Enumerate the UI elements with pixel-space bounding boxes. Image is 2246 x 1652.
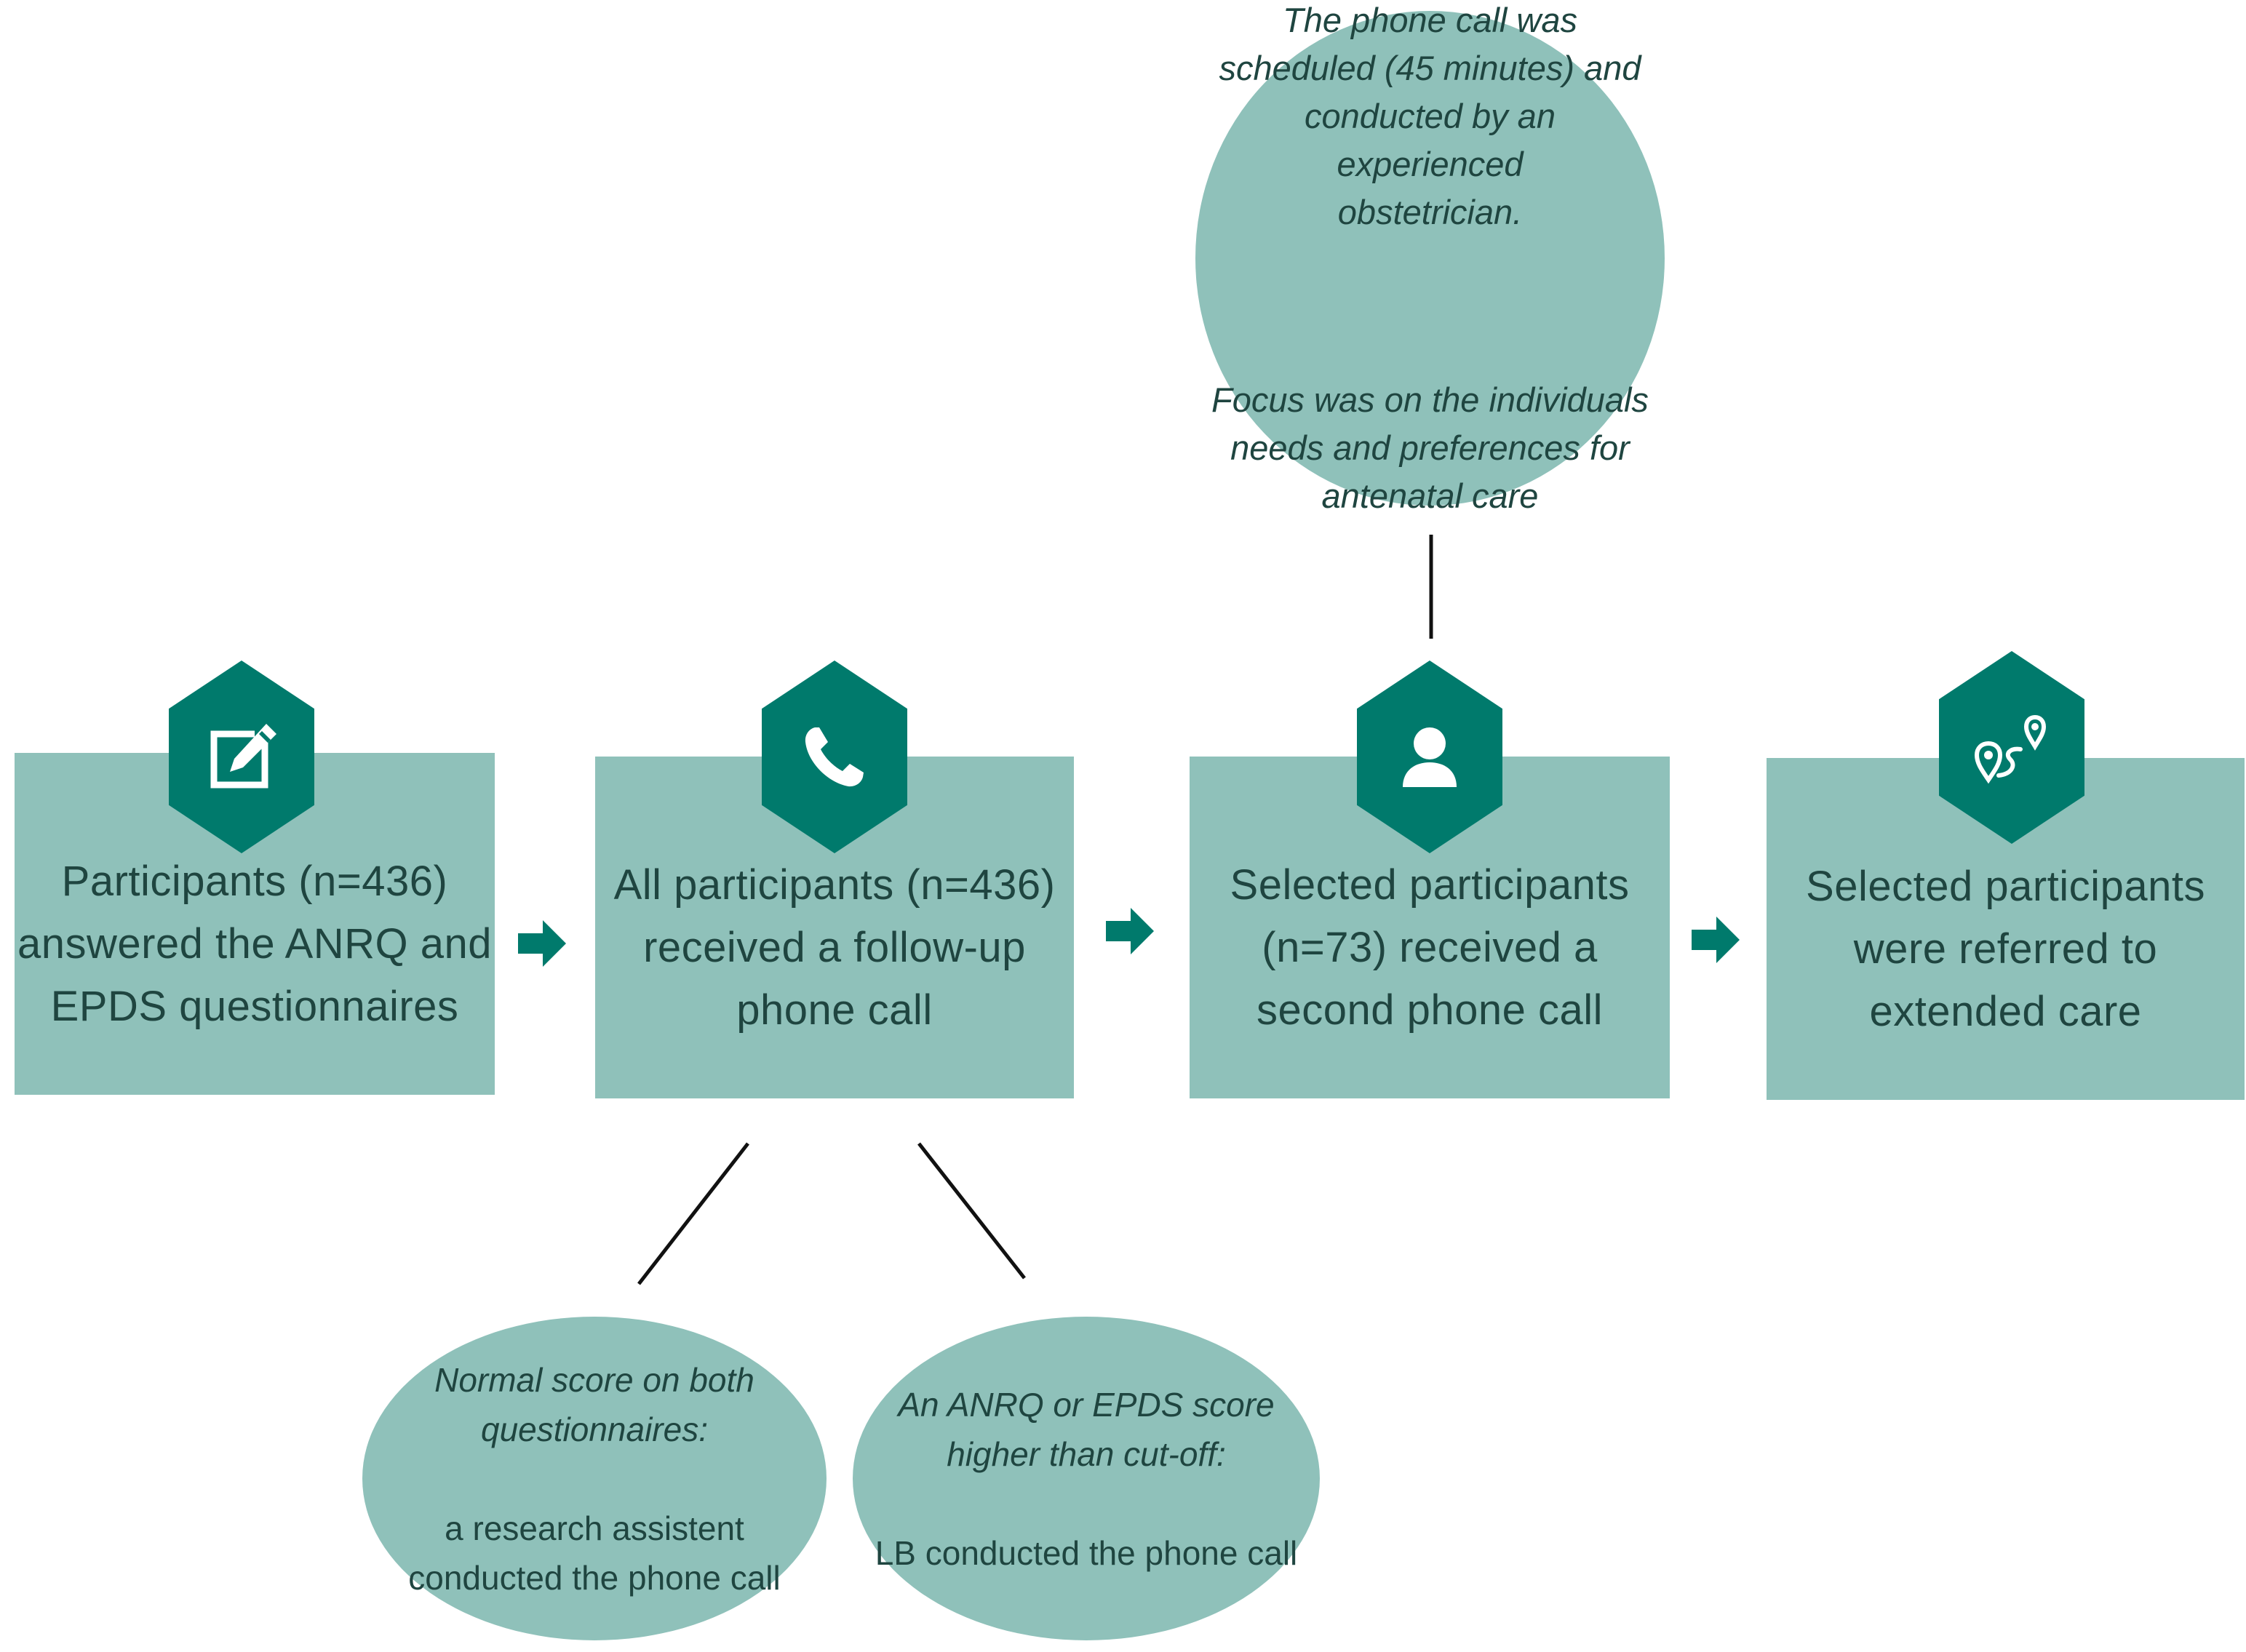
connector-line-high-score bbox=[917, 1142, 1026, 1280]
step-text: Selected participants were referred to e… bbox=[1806, 863, 2205, 1035]
note-high-score: An ANRQ or EPDS score higher than cut-of… bbox=[853, 1317, 1320, 1640]
note-rest: a research assistent conducted the phone… bbox=[408, 1509, 781, 1597]
note-normal-score-text: Normal score on both questionnaires: a r… bbox=[375, 1306, 813, 1652]
note-second-call: The phone call was scheduled (45 minutes… bbox=[1195, 1, 1665, 515]
step-text: All participants (n=436) received a foll… bbox=[613, 861, 1056, 1034]
note-rest: LB conducted the phone call bbox=[875, 1533, 1298, 1572]
note-lead: Normal score on both questionnaires: bbox=[434, 1360, 754, 1448]
note-lead: An ANRQ or EPDS score higher than cut-of… bbox=[898, 1385, 1275, 1473]
step-text: Selected participants (n=73) received a … bbox=[1230, 861, 1630, 1034]
step-text: Participants (n=436) answered the ANRQ a… bbox=[17, 858, 493, 1030]
connector-line-normal-score bbox=[637, 1142, 749, 1285]
note-second-call-text: The phone call was scheduled (45 minutes… bbox=[1210, 0, 1650, 568]
note-paragraph: The phone call was scheduled (45 minutes… bbox=[1219, 1, 1641, 231]
arrow-right-icon bbox=[518, 920, 566, 967]
note-normal-score: Normal score on both questionnaires: a r… bbox=[362, 1317, 827, 1640]
note-high-score-text: An ANRQ or EPDS score higher than cut-of… bbox=[866, 1330, 1307, 1627]
note-paragraph: Focus was on the individuals needs and p… bbox=[1211, 380, 1649, 515]
arrow-right-icon bbox=[1106, 908, 1154, 954]
arrow-right-icon bbox=[1692, 917, 1740, 963]
